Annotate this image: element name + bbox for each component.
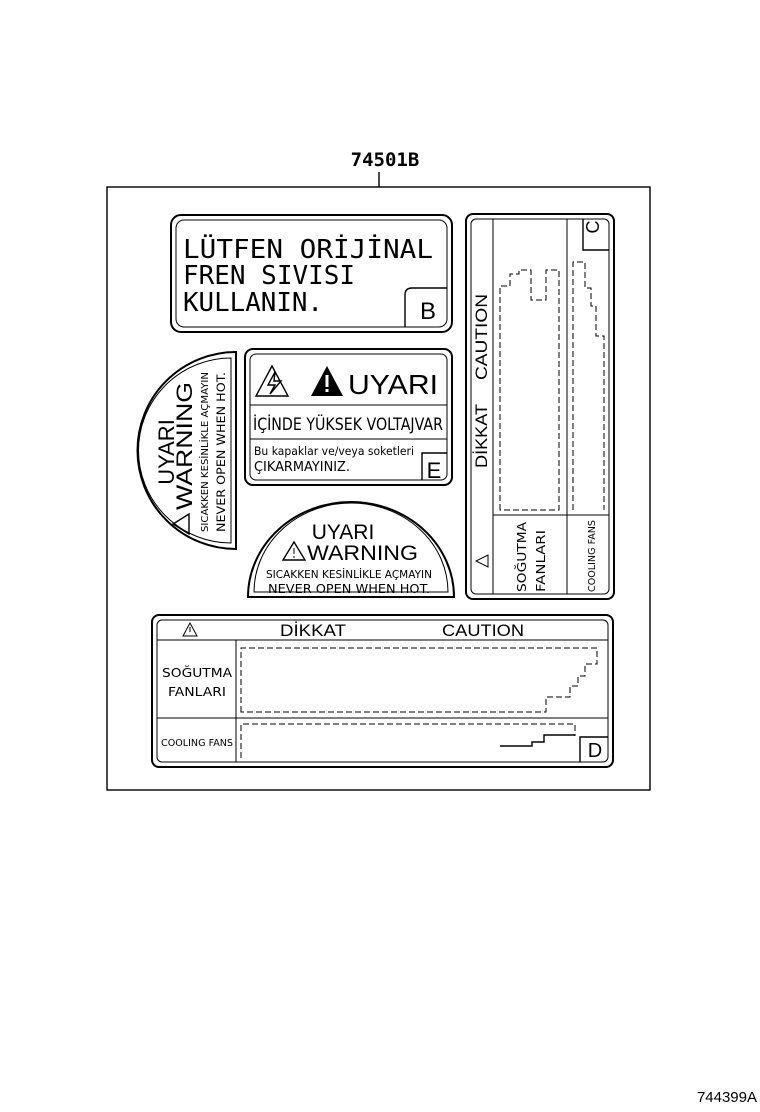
label-c-row1-line2: FANLARI [534,530,548,592]
label-b-letter: B [420,298,436,325]
label-c-caution-en: CAUTION [472,294,491,380]
cap-left-line4: NEVER OPEN WHEN HOT. [214,372,228,532]
label-d-step-graphic [240,647,598,713]
label-b-line3: KULLANIN. [183,288,323,318]
warning-triangle-icon [474,554,489,568]
warning-triangle-icon [171,512,190,536]
label-c: DİKKAT CAUTION SOĞUTMA FANLARI COOLING F… [465,213,615,600]
cap-label-left: UYARI WARNING SICAKKEN KESİNLİKLE AÇMAYI… [136,350,237,551]
label-e: UYARI İÇİNDE YÜKSEK VOLTAJVAR Bu kapakla… [244,348,453,486]
label-e-line3: ÇIKARMAYINIZ. [254,460,350,475]
label-d-row1-line1: SOĞUTMA [162,665,232,680]
cap-center-line1: UYARI [312,521,375,544]
label-c-step-graphic-2 [572,261,605,510]
cap-center-line3: SICAKKEN KESİNLİKLE AÇMAYIN [266,568,432,581]
warning-triangle-icon [281,540,307,561]
cap-center-line2: WARNING [307,542,418,565]
cap-label-center: UYARI WARNING SICAKKEN KESİNLİKLE AÇMAYI… [246,501,456,598]
cap-left-line2: WARNING [172,382,197,510]
label-e-line1: İÇİNDE YÜKSEK VOLTAJVAR [253,413,443,435]
label-d-row2: COOLING FANS [161,738,233,749]
warning-triangle-icon [182,621,198,637]
part-number: 74501B [351,149,420,171]
label-e-line2: Bu kapaklar ve/veya soketleri [254,444,414,458]
label-d: DİKKAT CAUTION SOĞUTMA FANLARI COOLING F… [151,614,614,768]
label-b-line1: LÜTFEN ORİJİNAL [183,233,433,265]
high-voltage-icon [254,364,290,397]
label-e-title: UYARI [348,369,438,400]
figure-code: 744399A [697,1089,757,1106]
cap-left-line3: SICAKKEN KESİNLİKLE AÇMAYIN [200,372,211,532]
label-d-row1-line2: FANLARI [168,684,226,699]
label-c-row1-line1: SOĞUTMA [514,521,529,592]
label-d-caution-tr: DİKKAT [280,621,346,640]
label-d-step-graphic-2 [240,723,576,758]
label-c-caution-tr: DİKKAT [472,404,491,468]
label-c-step-graphic [499,269,560,511]
label-d-letter: D [588,740,602,762]
warning-triangle-icon [311,366,343,396]
diagram-frame [106,186,651,791]
label-b: LÜTFEN ORİJİNAL FREN SIVISI KULLANIN. B [170,214,453,333]
label-d-caution-en: CAUTION [442,621,524,640]
cap-left-line1: UYARI [154,419,179,485]
label-b-line2: FREN SIVISI [183,261,355,291]
label-c-row2: COOLING FANS [587,520,598,592]
label-e-letter: E [427,458,442,483]
cap-center-line4: NEVER OPEN WHEN HOT. [268,582,430,596]
label-c-letter: C [583,221,603,234]
